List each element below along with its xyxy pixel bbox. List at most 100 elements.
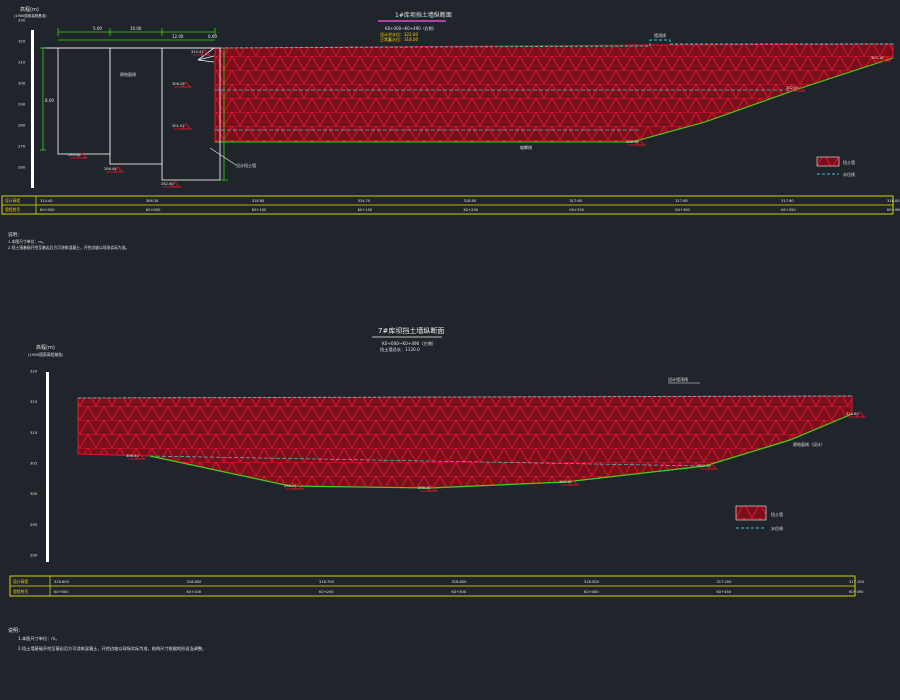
top-subtitle: K0+000~K0+490（右侧） (385, 25, 437, 31)
top-table-cell-1-1: K0+050 (146, 208, 161, 212)
bottom-notes-title: 说明： (8, 627, 23, 634)
top-foundation-boxes (42, 47, 221, 181)
bottom-legend-hatch-swatch (735, 505, 767, 521)
top-table-cell-1-5: K0+250 (569, 208, 584, 212)
bottom-note-2: 2.挡土墙基础开挖至基岩后方可浇筑混凝土，开挖边坡以现场实际为准，结构尺寸根据地… (18, 645, 206, 652)
bottom-subtitle: K0+000~K0+490（左侧） (382, 340, 436, 347)
top-dim-5: 8.00 (45, 98, 54, 103)
top-crest-line (214, 39, 893, 49)
top-legend-water-label: 水位线 (843, 171, 855, 177)
top-elevation-markers: 294.40286.44282.00306.29301.01290.38302.… (68, 49, 891, 188)
top-table-cell-1-0: K0+000 (40, 208, 55, 212)
top-table-row-label-0: 设计高程 (5, 198, 20, 203)
top-ground-line (215, 57, 894, 143)
bottom-elev-label-4: 307.10 (698, 464, 711, 468)
top-elev-label-6: 302.55 (786, 86, 799, 90)
top-elev-label-4: 301.01 (172, 124, 185, 128)
bottom-y-tick-6: 290 (30, 553, 38, 558)
top-y-axis-label: 高程(m) (20, 6, 39, 13)
top-dimension-lines (40, 28, 228, 181)
top-table-cell-0-5: 317.60 (569, 199, 582, 203)
top-table-cell-0-6: 317.60 (675, 199, 688, 203)
top-table-cell-1-7: K0+350 (781, 208, 796, 212)
bottom-table-cell-1-0: K0+000 (54, 590, 69, 594)
bottom-table-cell-0-5: 317.200 (717, 580, 733, 584)
top-dim-2: 10.00 (130, 26, 142, 31)
bottom-y-tick-4: 300 (30, 491, 38, 496)
bottom-y-axis-label: 高程(m) (36, 344, 55, 351)
top-table-cell-0-3: 314.70 (358, 199, 371, 203)
bottom-table-cell-0-0: 318.600 (54, 580, 70, 584)
bottom-y-tick-2: 310 (30, 430, 38, 435)
bottom-elev-label-2: 298.30 (418, 486, 431, 490)
bottom-table-row-label-1: 里程桩号 (13, 589, 28, 594)
top-dim-3: 12.00 (172, 34, 184, 39)
top-note-yellow-2: 正常蓄水位：318.00 (380, 36, 418, 42)
bottom-table-cell-0-3: 318.600 (452, 580, 468, 584)
top-table-cell-0-7: 317.60 (781, 199, 794, 203)
top-callout-crest: 墙顶线 (654, 32, 666, 38)
bottom-title: 7#库坝挡土墙纵断面 (378, 326, 444, 335)
bottom-elev-label-5: 314.80 (846, 412, 859, 416)
bottom-legend-water-label: 水位线 (771, 525, 783, 531)
top-table-cell-0-2: 318.80 (252, 199, 265, 203)
bottom-table-cell-1-5: K0+450 (717, 590, 732, 594)
bottom-y-tick-0: 320 (30, 369, 38, 374)
bottom-crest-line (77, 395, 853, 399)
top-callout-ground: 原地面线 (120, 71, 136, 77)
top-elev-label-7: 305.18 (871, 56, 884, 60)
bottom-table-cell-1-4: K0+400 (584, 590, 599, 594)
top-title: 1#库坝挡土墙纵断面 (395, 11, 452, 19)
top-y-axis-sublabel: (1985国家高程基准) (14, 13, 47, 18)
bottom-subtitle2: 挡土墙总长：1120.0 (380, 346, 420, 353)
top-elev-label-5: 290.38 (626, 140, 639, 144)
top-elev-label-2: 282.00 (161, 182, 174, 186)
top-table-cell-1-2: K0+100 (252, 208, 267, 212)
bottom-wall-hatch (78, 396, 852, 488)
bottom-table-cell-1-6: K0+490 (849, 590, 864, 594)
top-elev-label-3: 306.29 (172, 82, 185, 86)
top-notes-title: 说明： (8, 231, 22, 238)
top-callout-wall: 设计挡土墙 (236, 162, 256, 168)
bottom-y-tick-1: 315 (30, 399, 38, 404)
top-diagram: 高程(m) (1985国家高程基准) 330320310300290280270… (1, 6, 900, 250)
top-leader-lines (197, 47, 215, 63)
bottom-table-cell-0-6: 317.100 (849, 580, 865, 584)
bottom-y-axis-sublabel: (1985国家高程基准) (28, 352, 64, 357)
bottom-elev-label-1: 299.47 (284, 484, 297, 488)
bottom-table-row-label-0: 设计高程 (13, 579, 28, 584)
top-wall-hatch (215, 44, 893, 142)
top-table-cell-0-1: 306.34 (146, 199, 159, 203)
top-note-yellow-1: 设计洪水位：322.00 (380, 31, 418, 37)
top-elev-label-1: 286.44 (104, 167, 117, 171)
top-note-2: 2.挡土墙基础开挖至基岩后方可浇筑混凝土，开挖边坡以现场实际为准。 (8, 245, 129, 250)
top-dim-1: 5.00 (93, 26, 102, 31)
top-y-axis-bar (31, 30, 34, 188)
top-callout-wall-leader (209, 147, 237, 166)
top-dim-4: 0.60 (208, 34, 217, 39)
bottom-water-line (149, 455, 706, 467)
top-y-tick-5: 280 (18, 123, 26, 128)
top-y-tick-0: 330 (18, 18, 26, 23)
bottom-diagram: 高程(m) (1985国家高程基准) 320315310305300295290… (8, 326, 866, 652)
top-table-cell-1-3: K0+150 (358, 208, 373, 212)
top-callout-toe: 坡脚线 (520, 144, 532, 150)
top-elev-label-8: 315.47 (191, 50, 204, 54)
top-legend-hatch-swatch (816, 156, 840, 167)
bottom-table-cell-0-2: 318.700 (319, 580, 335, 584)
top-y-tick-4: 290 (18, 102, 26, 107)
top-y-tick-1: 320 (18, 39, 26, 44)
bottom-table-cell-0-4: 318.500 (584, 580, 600, 584)
bottom-elev-label-3: 302.10 (559, 480, 572, 484)
top-y-tick-6: 270 (18, 144, 26, 149)
top-table-cell-1-4: K0+200 (464, 208, 479, 212)
bottom-note-1: 1.本图尺寸单位：m。 (18, 635, 60, 642)
bottom-y-axis-bar (46, 372, 49, 562)
top-table-cell-0-8: 318.00 (887, 199, 900, 203)
bottom-table-cell-1-3: K0+300 (452, 590, 467, 594)
